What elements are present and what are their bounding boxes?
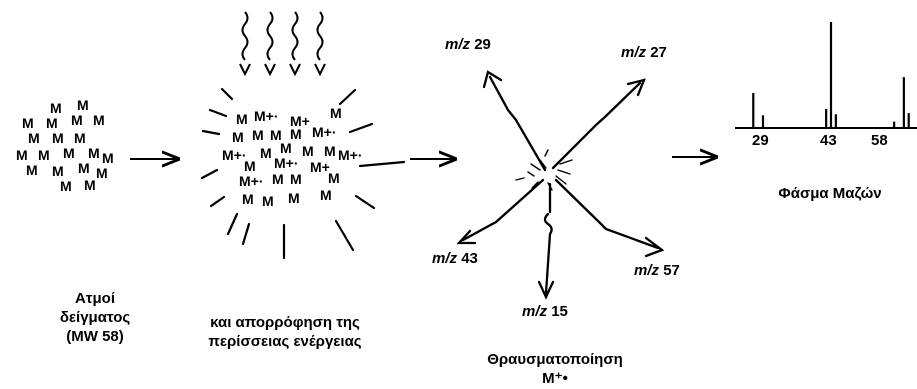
molecule-m: M [288, 190, 300, 206]
molecule-m: M [236, 111, 248, 127]
fragment-arrows [456, 70, 665, 300]
mz-label-57: m/z 57 [634, 262, 680, 279]
molecule-m: M [290, 126, 302, 142]
energy-absorption-label-line1: και απορρόφηση της [210, 314, 360, 331]
fragment-arrow-43 [456, 178, 545, 245]
mz-label-29: m/z 29 [445, 36, 491, 53]
fragment-arrow-29 [482, 70, 547, 172]
molecule-m: M [96, 165, 108, 181]
mz-prefix: m/z [522, 303, 548, 320]
molecule-m: M [102, 150, 114, 166]
molecule-m: M [26, 162, 38, 178]
molecule-m: M [16, 147, 28, 163]
molecule-m: M [63, 145, 75, 161]
mz-label-15: m/z 15 [522, 303, 568, 320]
mz-value: 29 [474, 36, 491, 53]
molecule-m: M [270, 127, 282, 143]
energy-burst-lines [200, 87, 406, 260]
mz-label-27: m/z 27 [621, 44, 667, 61]
fragmentation-label: Θραυσματοποίηση M⁺• [470, 350, 640, 388]
molecule-m: M [232, 129, 244, 145]
molecule-m: M [280, 140, 292, 156]
mz-value: 27 [650, 44, 667, 61]
spectrum-peaks [752, 22, 910, 128]
molecule-m: M [244, 158, 256, 174]
energy-absorption-label-line2: περίσσειας ενέργειας [208, 333, 362, 350]
spectrum-tick-58: 58 [871, 132, 888, 149]
mz-prefix: m/z [432, 250, 458, 267]
molecule-m: M [77, 97, 89, 113]
molecule-m: M [52, 130, 64, 146]
molecule-m: M [38, 147, 50, 163]
sample-vapour-label-line1: Ατμοί [74, 290, 116, 307]
molecule-m: M [252, 127, 264, 143]
molecule-m: M [93, 112, 105, 128]
mz-label-43: m/z 43 [432, 250, 478, 267]
molecular-ion: M+ [310, 159, 330, 175]
mz-value: 57 [663, 262, 680, 279]
mass-spectrum-chart [735, 22, 917, 129]
mz-prefix: m/z [621, 44, 647, 61]
molecule-m: M [52, 163, 64, 179]
molecule-m: M [328, 170, 340, 186]
mz-prefix: m/z [445, 36, 471, 53]
molecule-m: M [71, 112, 83, 128]
fragmentation-label-line2: M⁺• [542, 370, 568, 387]
molecule-m: M [88, 145, 100, 161]
molecule-m: M [84, 177, 96, 193]
molecule-m: M [78, 160, 90, 176]
molecular-ion: M+· [312, 124, 337, 140]
spectrum-tick-43: 43 [820, 132, 837, 149]
mass-spectrum-label: Φάσμα Μαζών [778, 185, 882, 202]
molecular-ion: M+· [239, 173, 264, 189]
molecule-m: M [46, 115, 58, 131]
sample-vapour-label-line3: (MW 58) [66, 328, 124, 345]
molecule-m: M [28, 130, 40, 146]
molecular-ion: M+· [222, 147, 247, 163]
fragment-arrow-27 [551, 78, 646, 170]
spectrum-tick-29: 29 [752, 132, 769, 149]
fragmentation-label-line1: Θραυσματοποίηση [487, 351, 623, 368]
molecule-m: M [324, 143, 336, 159]
molecular-ion: M+· [274, 155, 299, 171]
molecule-m: M [320, 187, 332, 203]
mz-value: 15 [551, 303, 568, 320]
sample-vapour-label: Ατμοί δείγματος (MW 58) [40, 289, 150, 346]
molecular-ion: M+· [254, 108, 279, 124]
molecule-m: M [74, 130, 86, 146]
mz-prefix: m/z [634, 262, 660, 279]
mz-value: 43 [461, 250, 478, 267]
fragment-arrow-15 [537, 182, 555, 300]
energy-absorption-label: και απορρόφηση της περίσσειας ενέργειας [170, 313, 400, 351]
molecule-m: M [290, 171, 302, 187]
molecular-ion: M+ [290, 113, 310, 129]
fragmentation-burst [515, 149, 573, 191]
molecule-m: M [50, 100, 62, 116]
electron-beam [239, 11, 326, 77]
molecule-m: M [262, 193, 274, 209]
molecular-ion: M+· [338, 147, 363, 163]
molecule-m: M [330, 105, 342, 121]
molecule-m: M [260, 145, 272, 161]
fragment-arrow-57 [554, 178, 665, 258]
molecule-m: M [302, 143, 314, 159]
sample-vapour-label-line2: δείγματος [59, 309, 131, 326]
molecule-m: M [272, 171, 284, 187]
molecule-m: M [242, 191, 254, 207]
molecule-m: M [60, 178, 72, 194]
molecule-m: M [22, 115, 34, 131]
